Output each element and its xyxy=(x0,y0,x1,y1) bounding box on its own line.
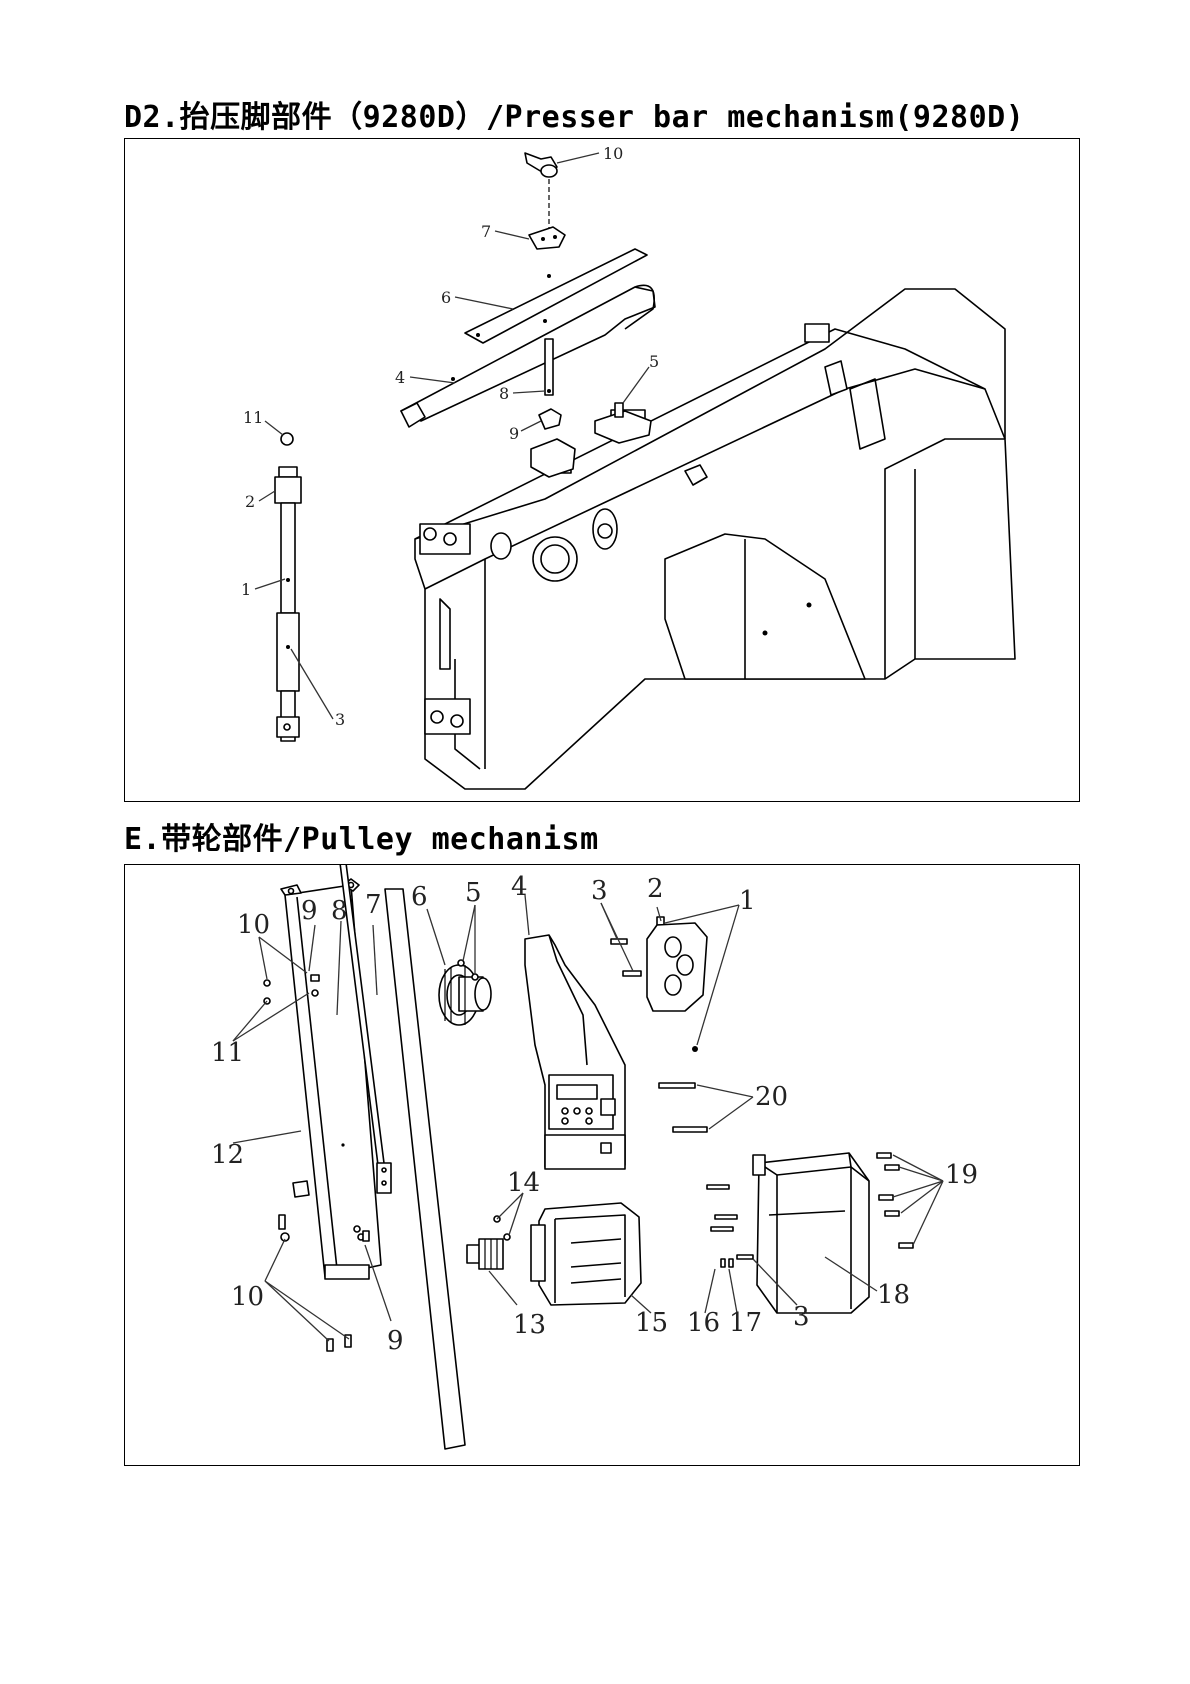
section-title-pulley: E.带轮部件/Pulley mechanism xyxy=(124,814,599,858)
callout-label: 13 xyxy=(513,1310,546,1340)
part-small-pulley xyxy=(467,1216,510,1269)
part-presser-bar xyxy=(275,467,301,741)
callout-label: 17 xyxy=(729,1308,762,1338)
callout-label: 10 xyxy=(603,144,623,163)
callout-label: 16 xyxy=(687,1308,720,1338)
callout-label: 10 xyxy=(237,910,270,940)
part-screws-19 xyxy=(877,1153,913,1248)
presser-bar-diagram-panel: 10 7 6 4 8 9 5 11 2 1 3 xyxy=(124,138,1080,802)
callout-label: 3 xyxy=(793,1302,810,1332)
callout-label: 1 xyxy=(739,886,756,916)
callout-label: 15 xyxy=(635,1308,668,1338)
part-oil-block xyxy=(595,403,651,443)
callout-label: 2 xyxy=(647,874,664,904)
part-nut xyxy=(539,409,561,429)
callout-label: 7 xyxy=(481,222,491,241)
callout-label: 3 xyxy=(591,876,608,906)
callout-label: 11 xyxy=(243,408,263,427)
callout-label: 9 xyxy=(301,896,318,926)
callout-label: 11 xyxy=(211,1038,244,1068)
part-stud xyxy=(545,339,553,395)
part-belt-guard-bracket xyxy=(281,879,381,1279)
part-motor xyxy=(753,1153,869,1313)
callout-label: 5 xyxy=(465,878,482,908)
part-end-cover xyxy=(647,923,707,1052)
part-controller-box xyxy=(525,935,625,1169)
callout-label: 9 xyxy=(387,1326,404,1356)
callout-label: 8 xyxy=(499,384,509,403)
callout-label: 5 xyxy=(649,352,659,371)
part-servo-motor xyxy=(531,1203,641,1305)
callout-label: 8 xyxy=(331,896,348,926)
pulley-diagram: 10 9 8 7 6 5 4 3 2 1 11 12 20 14 19 10 1… xyxy=(125,865,1081,1467)
callout-label: 1 xyxy=(241,580,251,599)
callout-label: 4 xyxy=(511,872,528,902)
callout-label: 2 xyxy=(245,492,255,511)
callout-label: 20 xyxy=(755,1082,788,1112)
presser-bar-diagram: 10 7 6 4 8 9 5 11 2 1 3 xyxy=(125,139,1081,803)
callout-label: 6 xyxy=(411,882,428,912)
part-screws-motor-left xyxy=(707,1185,753,1267)
part-wing-nut xyxy=(525,153,557,235)
callout-label: 9 xyxy=(509,424,519,443)
part-pulley-gear xyxy=(439,965,491,1025)
callout-label: 7 xyxy=(365,890,382,920)
section-title-presser-bar: D2.抬压脚部件（9280D）/Presser bar mechanism(92… xyxy=(124,92,1024,136)
callout-label: 4 xyxy=(395,368,405,387)
part-screws-20 xyxy=(659,1083,707,1132)
callout-label: 3 xyxy=(335,710,345,729)
pulley-diagram-panel: 10 9 8 7 6 5 4 3 2 1 11 12 20 14 19 10 1… xyxy=(124,864,1080,1466)
callout-label: 19 xyxy=(945,1160,978,1190)
callout-label: 10 xyxy=(231,1282,264,1312)
part-block xyxy=(531,439,575,477)
part-clamp xyxy=(529,227,565,249)
callout-label: 12 xyxy=(211,1140,244,1170)
callout-label: 14 xyxy=(507,1168,540,1198)
callout-label: 6 xyxy=(441,288,451,307)
callout-label: 18 xyxy=(877,1280,910,1310)
